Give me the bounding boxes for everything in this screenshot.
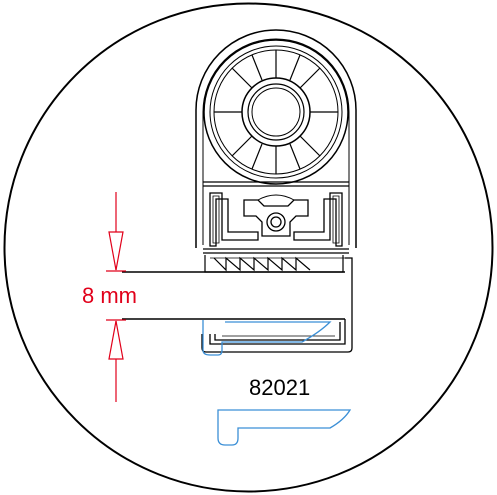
detail-circle [3,2,494,493]
roller [203,39,349,185]
part-number-label: 82021 [249,375,310,400]
bottom-channel [201,257,353,353]
cassette-head [195,29,357,248]
sheet-panel [122,271,345,320]
insert-part [217,409,352,446]
roller-spokes [214,50,338,174]
dimension-label: 8 mm [82,283,137,308]
insert-installed [202,320,332,356]
dimension-8mm [106,192,126,402]
profile-body [203,181,349,254]
